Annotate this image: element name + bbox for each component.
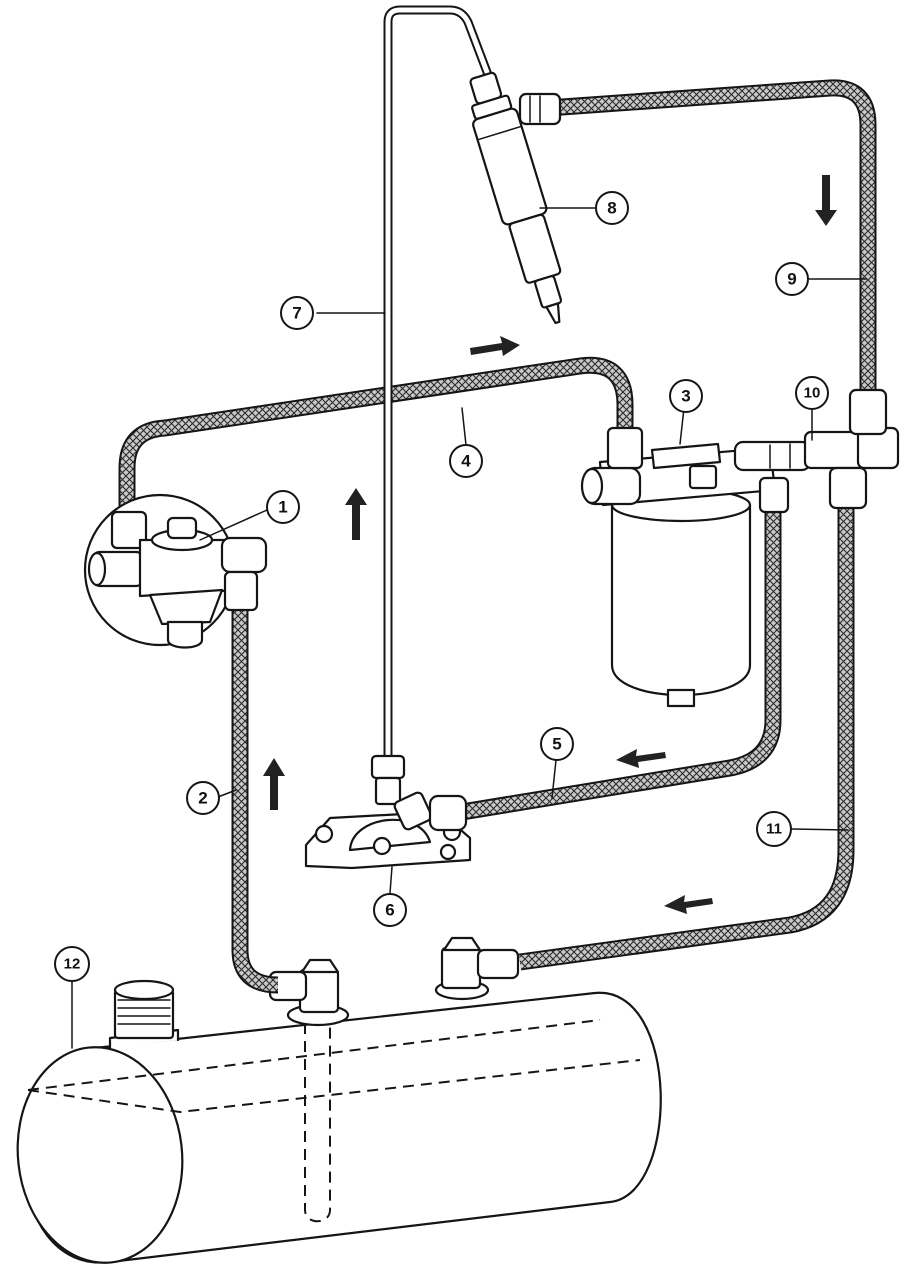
callout-label: 12 xyxy=(64,956,81,973)
tank-filler-neck xyxy=(108,979,180,1050)
callout-label: 1 xyxy=(278,498,287,517)
callout-label: 7 xyxy=(292,304,301,323)
arrow-hose-2 xyxy=(263,758,285,810)
callout-label: 5 xyxy=(552,735,561,754)
arrow-hose-11 xyxy=(664,895,713,914)
arrow-hose-4 xyxy=(470,336,520,356)
callout-label: 3 xyxy=(681,387,690,406)
injector xyxy=(469,71,563,325)
lift-pump xyxy=(83,493,268,649)
tank-end-cap xyxy=(16,1046,184,1264)
callout-5: 5 xyxy=(540,727,574,761)
callout-7: 7 xyxy=(280,296,314,330)
callout-1: 1 xyxy=(266,490,300,524)
hose-9 xyxy=(547,79,877,395)
callout-11: 11 xyxy=(756,811,792,847)
callout-10: 10 xyxy=(795,376,829,410)
arrow-hose-5 xyxy=(616,749,666,768)
callout-3: 3 xyxy=(669,379,703,413)
tank-outlet-fitting xyxy=(268,958,350,1027)
callout-label: 11 xyxy=(766,821,782,838)
callout-label: 8 xyxy=(607,199,616,218)
callout-label: 10 xyxy=(804,385,821,402)
callout-label: 2 xyxy=(198,789,207,808)
callout-12: 12 xyxy=(54,946,90,982)
callout-label: 6 xyxy=(385,901,394,920)
callout-4: 4 xyxy=(449,444,483,478)
leader-lines xyxy=(71,207,867,1049)
fuel-tank xyxy=(16,991,662,1264)
t-piece xyxy=(733,388,900,510)
callout-6: 6 xyxy=(373,893,407,927)
fuel-filter xyxy=(580,426,790,708)
callout-9: 9 xyxy=(775,262,809,296)
callout-label: 4 xyxy=(461,452,471,471)
callout-8: 8 xyxy=(595,191,629,225)
callout-2: 2 xyxy=(186,781,220,815)
arrow-pipe-7 xyxy=(345,488,367,540)
injection-pump-flange xyxy=(304,754,472,870)
callout-label: 9 xyxy=(787,270,796,289)
arrow-hose-9 xyxy=(815,175,837,226)
tank-return-fitting xyxy=(434,936,520,1001)
hose-4 xyxy=(118,356,634,518)
injector-leak-off-fitting xyxy=(518,92,562,126)
